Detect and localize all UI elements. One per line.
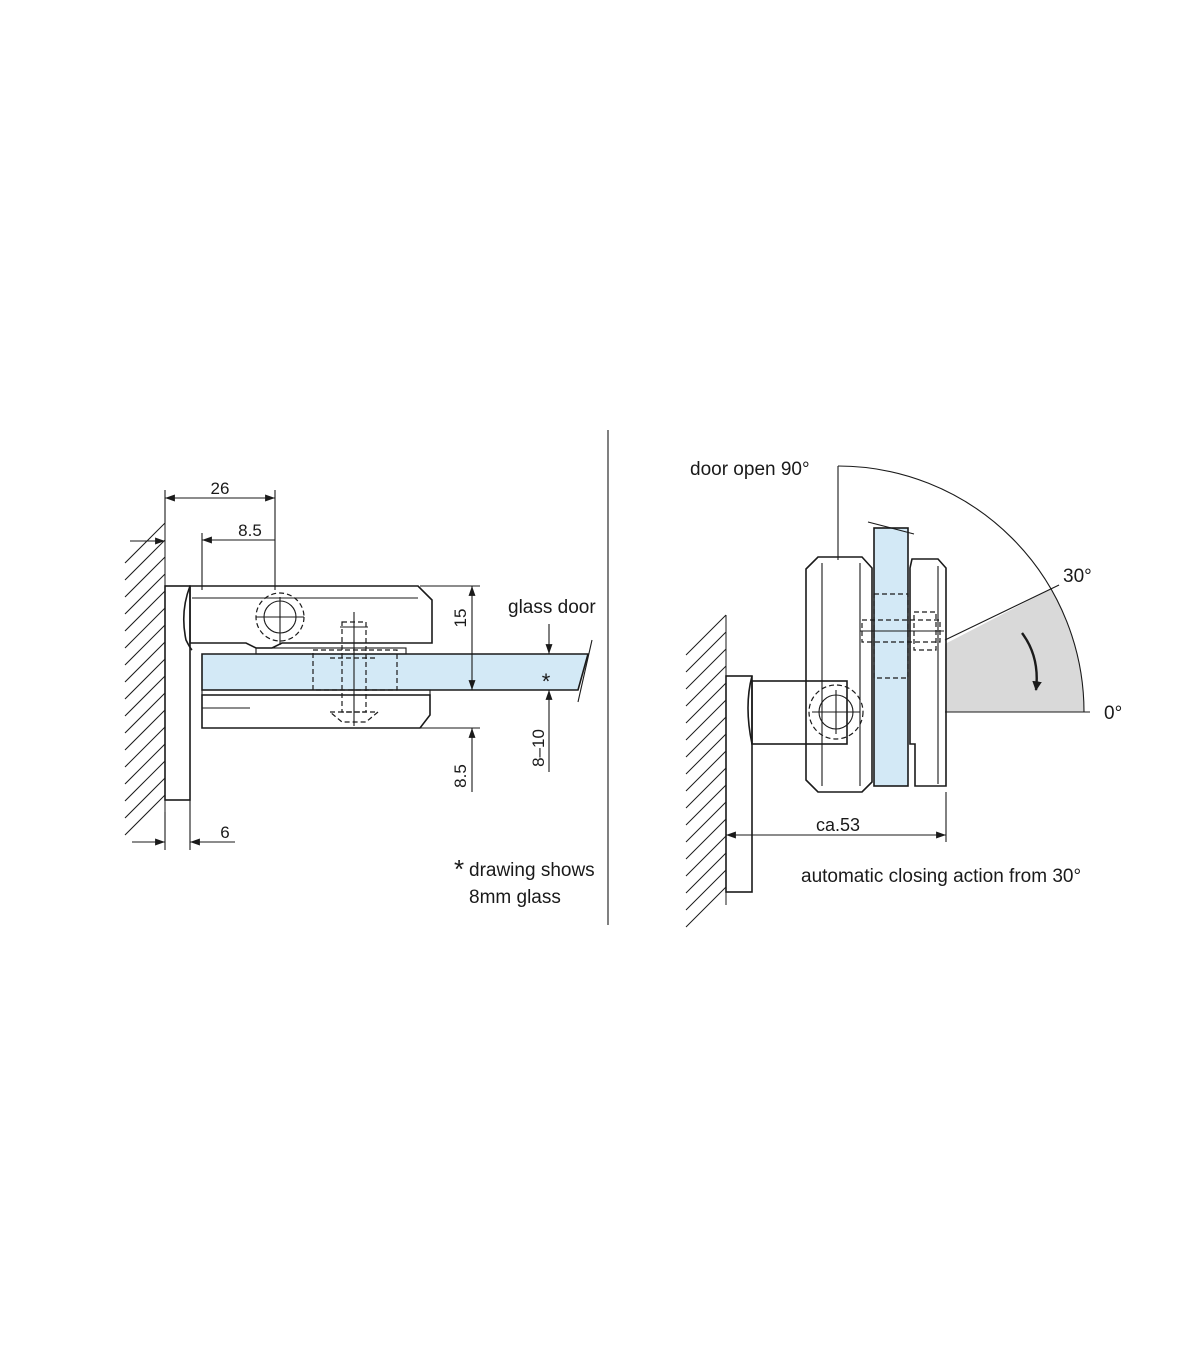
left-wall-hatching (124, 522, 166, 836)
right-caption: automatic closing action from 30° (801, 866, 1081, 887)
left-glass-door-label: glass door (508, 597, 596, 618)
right-glass-pane (873, 527, 909, 787)
angle-30-label: 30° (1063, 566, 1092, 587)
right-clamp-body-back (805, 556, 873, 793)
right-view: ca.53 door open 90° 30° 0° automatic clo… (685, 459, 1122, 928)
right-wall-hatching (685, 614, 727, 928)
right-wall-plate (725, 675, 753, 893)
left-plate-rounded-edge (182, 585, 193, 651)
left-glass-pane (201, 653, 590, 691)
left-dim-plate-thickness-label: 6 (220, 823, 229, 842)
left-dim-pivot-offset: 8.5 (201, 521, 275, 590)
left-dim-plate-thickness: 6 (132, 800, 235, 850)
right-opening-arc (837, 465, 1085, 713)
left-dim-upper-height: 15 (420, 585, 480, 691)
left-dim-pivot-offset-label: 8.5 (238, 521, 262, 540)
left-upper-clamp-body (189, 585, 433, 649)
left-wall-plate (164, 585, 191, 801)
left-glass-marker: * (542, 669, 551, 694)
left-dim-glass-range: 8–10 (529, 624, 553, 772)
right-dim-projection-label: ca.53 (816, 815, 860, 835)
left-note-line1: drawing shows (469, 860, 595, 881)
left-dim-lower-height-label: 8.5 (451, 764, 470, 788)
left-dim-total-width-label: 26 (211, 479, 230, 498)
right-clamp-body-front (909, 558, 947, 787)
left-dim-lower-height: 8.5 (420, 727, 480, 792)
angle-0-label: 0° (1104, 703, 1122, 724)
left-dim-upper-height-label: 15 (451, 609, 470, 628)
left-note-marker: * (454, 854, 464, 884)
right-closing-sector (945, 589, 1084, 712)
left-dim-glass-range-label: 8–10 (529, 729, 548, 767)
right-clamp-bolt (860, 593, 944, 679)
left-lower-clamp-body (201, 694, 431, 729)
left-note-line2: 8mm glass (469, 887, 561, 908)
left-view: 26 8.5 15 8.5 glass door * 8–10 (124, 479, 596, 908)
door-open-label: door open 90° (690, 459, 810, 480)
left-clamp-bolt (312, 612, 398, 726)
closing-direction-arrow (1021, 632, 1042, 691)
right-dim-projection: ca.53 (726, 792, 947, 842)
